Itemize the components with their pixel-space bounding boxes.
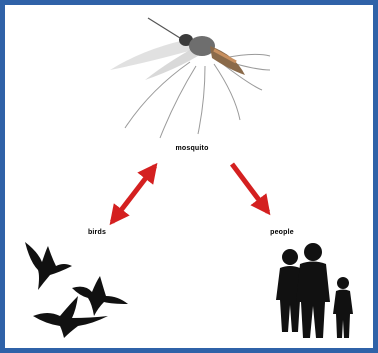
mosquito-icon [110, 18, 270, 138]
mosquito-people-arrow [232, 164, 268, 212]
people-label: people [270, 229, 294, 236]
birds-label: birds [88, 229, 106, 236]
birds-icon [25, 242, 128, 338]
mosquito-label: mosquito [175, 145, 208, 152]
family-silhouette-icon [276, 243, 353, 338]
birds-mosquito-arrow [112, 166, 155, 222]
